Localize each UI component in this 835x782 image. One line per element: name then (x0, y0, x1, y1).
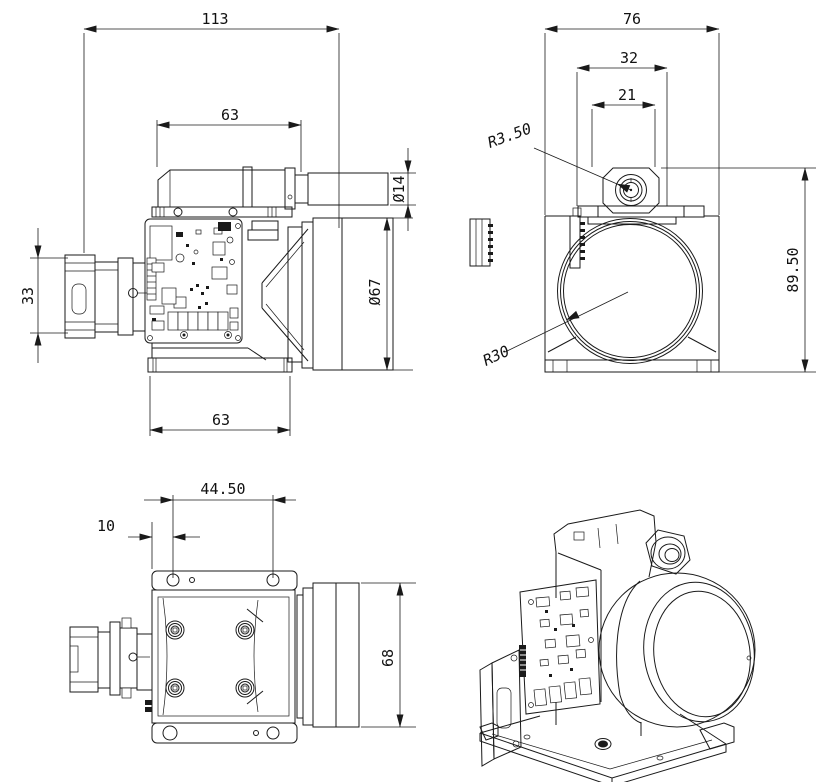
dim-label-76: 76 (623, 10, 641, 28)
dim-label-113: 113 (201, 10, 228, 28)
screw-top-right (235, 620, 255, 640)
dim-label-33: 33 (19, 287, 37, 305)
dim-label-63-bottom: 63 (212, 411, 230, 429)
screw-bottom-right (235, 678, 255, 698)
side-view: 113 63 (19, 10, 416, 436)
dim-label-10: 10 (97, 517, 115, 535)
front-view: 76 32 21 R3.50 (469, 10, 816, 373)
bottom-view: 44.50 10 (69, 480, 416, 744)
dim-label-r30: R30 (480, 342, 512, 370)
screw-top-left (165, 620, 185, 640)
dim-label-dia67: Ø67 (366, 278, 384, 305)
dim-label-dia14: Ø14 (390, 175, 408, 202)
dim-label-32: 32 (620, 49, 638, 67)
dim-label-21: 21 (618, 86, 636, 104)
dim-label-63-top: 63 (221, 106, 239, 124)
dim-label-68: 68 (379, 649, 397, 667)
isometric-view (479, 509, 756, 782)
dim-label-89-50: 89.50 (784, 247, 802, 292)
dim-label-44-50: 44.50 (200, 480, 245, 498)
screw-bottom-left (165, 678, 185, 698)
dim-label-r3-50: R3.50 (485, 119, 534, 151)
